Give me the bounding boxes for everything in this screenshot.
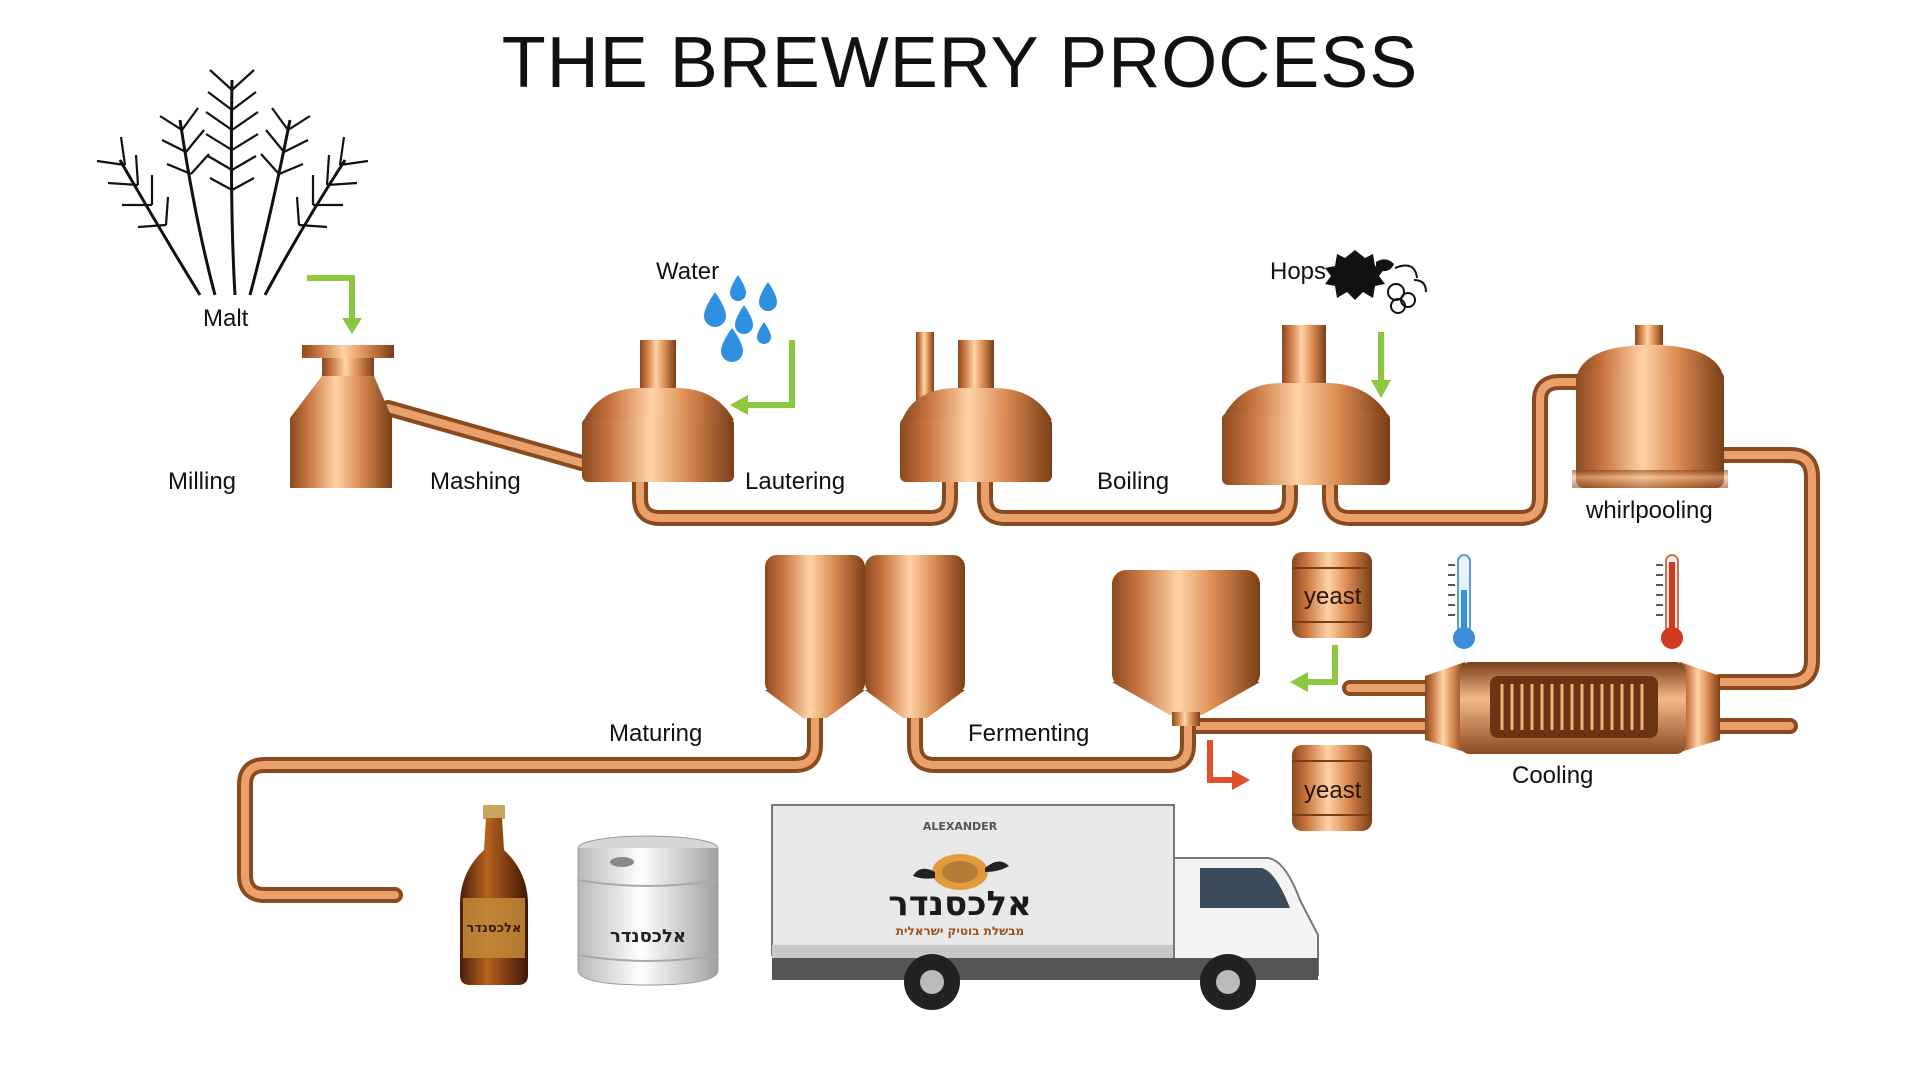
water-arrow-icon [745,340,795,408]
maturing-tank-1 [765,555,865,718]
page-title: THE BREWERY PROCESS [501,23,1419,103]
pipe-maturing-to-packaging [237,710,823,903]
yeast-out-arrow-icon [1207,740,1235,783]
truck-tagline: מבשלת בוטיק ישראלית [896,924,1024,938]
hops-icon [1325,250,1427,314]
truck-latin-brand: ALEXANDER [923,820,998,833]
keg-logo: אלכסנדר [610,926,686,947]
maturing-tank-2 [865,555,965,718]
cooler-heat-exchanger [1425,662,1720,754]
bottle-label: אלכסנדר [467,921,522,936]
label-whirlpooling: whirlpooling [1586,497,1713,524]
label-yeast-out: yeast [1304,777,1362,804]
boil-kettle-vessel [1222,325,1390,485]
yeast-barrel-in [1292,552,1372,638]
label-yeast-in: yeast [1304,583,1362,610]
fermenter-vessel [1112,570,1260,726]
thermometer-cold-icon [1448,554,1475,649]
label-milling: Milling [168,468,237,495]
beer-bottle-icon: אלכסנדר [460,805,528,985]
truck-brand-name: אלכסנדר [888,884,1032,924]
mill-vessel [290,345,394,488]
wheat-icon [96,69,369,296]
whirlpool-vessel [1572,325,1728,488]
label-boiling: Boiling [1097,468,1170,495]
label-water: Water [656,258,720,285]
pipe-network [237,374,1820,903]
malt-arrow-icon [307,275,355,322]
thermometer-hot-icon [1656,554,1683,649]
label-hops: Hops [1270,258,1327,285]
label-maturing: Maturing [609,720,703,747]
yeast-in-arrow-icon [1305,645,1338,685]
label-mashing: Mashing [430,468,521,495]
lauter-tun-vessel [900,332,1052,482]
label-fermenting: Fermenting [968,720,1090,747]
keg-icon: אלכסנדר [577,835,719,986]
turtle-logo-icon [913,854,1009,890]
yeast-barrel-out [1292,745,1372,831]
delivery-truck-icon: ALEXANDER אלכסנדר מבשלת בוטיק ישראלית [771,804,1319,1010]
mash-tun-vessel [582,340,734,482]
label-malt: Malt [203,305,249,332]
label-lautering: Lautering [745,468,846,495]
pipe-whirlpool-to-cooler [1712,447,1820,690]
label-cooling: Cooling [1512,762,1594,789]
water-drops-icon [704,275,777,362]
